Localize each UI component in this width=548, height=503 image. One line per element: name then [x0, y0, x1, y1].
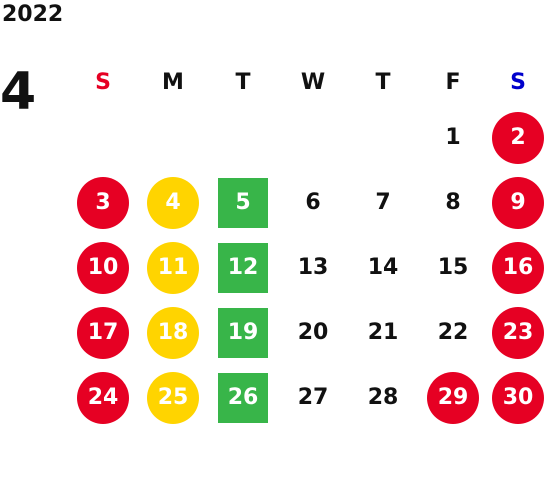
day-cell: 8: [418, 170, 488, 235]
day-cell: 7: [348, 170, 418, 235]
day-cell: [138, 105, 208, 170]
day-cell: 16: [488, 235, 548, 300]
day-cell: 18: [138, 300, 208, 365]
day-22: 22: [437, 320, 469, 345]
week-row: 10 11 12 13 14 15 16: [68, 235, 548, 300]
weekday-wednesday: W: [300, 70, 326, 95]
day-cell: 20: [278, 300, 348, 365]
day-23: 23: [492, 306, 544, 359]
day-cell: 2: [488, 105, 548, 170]
week-row: 17 18 19 20 21 22 23: [68, 300, 548, 365]
day-cell: [278, 105, 348, 170]
weekday-monday: M: [162, 70, 184, 95]
day-cell: [208, 105, 278, 170]
day-3: 3: [77, 176, 129, 229]
day-cell: [68, 105, 138, 170]
day-2: 2: [492, 111, 544, 164]
day-cell: 22: [418, 300, 488, 365]
day-19: 19: [218, 307, 268, 358]
day-cell: 6: [278, 170, 348, 235]
day-cell: [348, 105, 418, 170]
day-cell: 30: [488, 365, 548, 430]
day-cell: 27: [278, 365, 348, 430]
day-18: 18: [147, 306, 199, 359]
weekday-friday: F: [445, 70, 461, 95]
month-label: 4: [0, 62, 37, 122]
day-27: 27: [297, 385, 329, 410]
day-12: 12: [218, 242, 268, 293]
day-cell: 24: [68, 365, 138, 430]
day-29: 29: [427, 371, 479, 424]
day-8: 8: [445, 190, 461, 215]
weekday-saturday: S: [510, 70, 526, 95]
day-16: 16: [492, 241, 544, 294]
day-9: 9: [492, 176, 544, 229]
day-cell: 5: [208, 170, 278, 235]
day-7: 7: [375, 190, 391, 215]
day-cell: 14: [348, 235, 418, 300]
day-15: 15: [437, 255, 469, 280]
day-cell: 26: [208, 365, 278, 430]
day-6: 6: [305, 190, 321, 215]
day-cell: 13: [278, 235, 348, 300]
day-11: 11: [147, 241, 199, 294]
day-cell: 19: [208, 300, 278, 365]
day-25: 25: [147, 371, 199, 424]
day-17: 17: [77, 306, 129, 359]
day-cell: 1: [418, 105, 488, 170]
day-20: 20: [297, 320, 329, 345]
day-cell: 21: [348, 300, 418, 365]
day-13: 13: [297, 255, 329, 280]
day-cell: 12: [208, 235, 278, 300]
day-cell: 28: [348, 365, 418, 430]
day-cell: 17: [68, 300, 138, 365]
day-14: 14: [367, 255, 399, 280]
day-cell: 11: [138, 235, 208, 300]
day-24: 24: [77, 371, 129, 424]
day-cell: 4: [138, 170, 208, 235]
day-cell: 10: [68, 235, 138, 300]
day-cell: 23: [488, 300, 548, 365]
day-cell: 29: [418, 365, 488, 430]
day-30: 30: [492, 371, 544, 424]
weekday-sunday: S: [95, 70, 111, 95]
day-cell: 15: [418, 235, 488, 300]
weekday-thursday: T: [375, 70, 391, 95]
day-cell: 25: [138, 365, 208, 430]
day-26: 26: [218, 372, 268, 423]
weekday-header: S M T W T F S: [68, 60, 548, 105]
day-4: 4: [147, 176, 199, 229]
day-cell: 9: [488, 170, 548, 235]
day-1: 1: [445, 125, 461, 150]
weekday-tuesday: T: [235, 70, 251, 95]
year-label: 2022: [2, 2, 64, 27]
day-cell: 3: [68, 170, 138, 235]
day-21: 21: [367, 320, 399, 345]
day-28: 28: [367, 385, 399, 410]
day-10: 10: [77, 241, 129, 294]
day-5: 5: [218, 177, 268, 228]
